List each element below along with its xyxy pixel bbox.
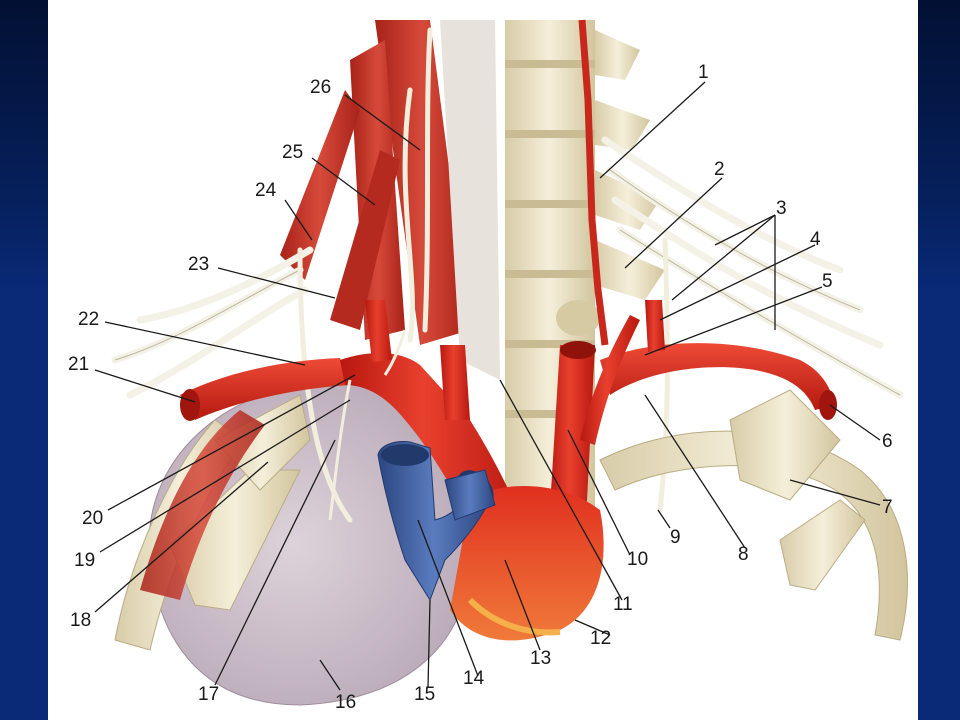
label-22: 22 <box>78 309 99 330</box>
label-20: 20 <box>82 508 103 529</box>
small-nerve-branches <box>328 329 407 521</box>
right-ribs <box>599 389 908 641</box>
label-3: 3 <box>776 198 787 219</box>
label-8: 8 <box>738 544 749 565</box>
label-21: 21 <box>68 354 89 375</box>
label-9: 9 <box>670 527 681 548</box>
label-1: 1 <box>698 62 709 83</box>
label-13: 13 <box>530 648 551 669</box>
venous-trunk <box>377 441 496 602</box>
label-24: 24 <box>255 180 277 201</box>
label-17: 17 <box>198 684 219 705</box>
label-10: 10 <box>627 549 648 570</box>
label-15: 15 <box>414 684 435 705</box>
neck-muscles <box>280 20 500 380</box>
left-chest-muscle <box>140 410 265 600</box>
label-26: 26 <box>310 77 331 98</box>
label-2: 2 <box>714 159 725 180</box>
vertical-nerves <box>297 27 670 523</box>
nerve-outlines <box>114 169 901 396</box>
figure-labels: 1 2 3 4 5 6 7 8 9 10 11 12 13 14 15 16 1… <box>68 62 893 713</box>
label-14: 14 <box>463 668 485 689</box>
label-25: 25 <box>282 142 303 163</box>
vertebral-artery <box>578 19 609 346</box>
label-11: 11 <box>613 594 633 615</box>
label-5: 5 <box>822 271 833 292</box>
label-23: 23 <box>188 254 209 275</box>
leader-lines <box>94 81 881 691</box>
label-12: 12 <box>590 628 611 649</box>
label-7: 7 <box>882 497 893 518</box>
label-16: 16 <box>335 692 356 713</box>
label-19: 19 <box>74 550 95 571</box>
label-18: 18 <box>70 610 91 631</box>
label-4: 4 <box>810 229 821 250</box>
label-6: 6 <box>882 431 893 452</box>
